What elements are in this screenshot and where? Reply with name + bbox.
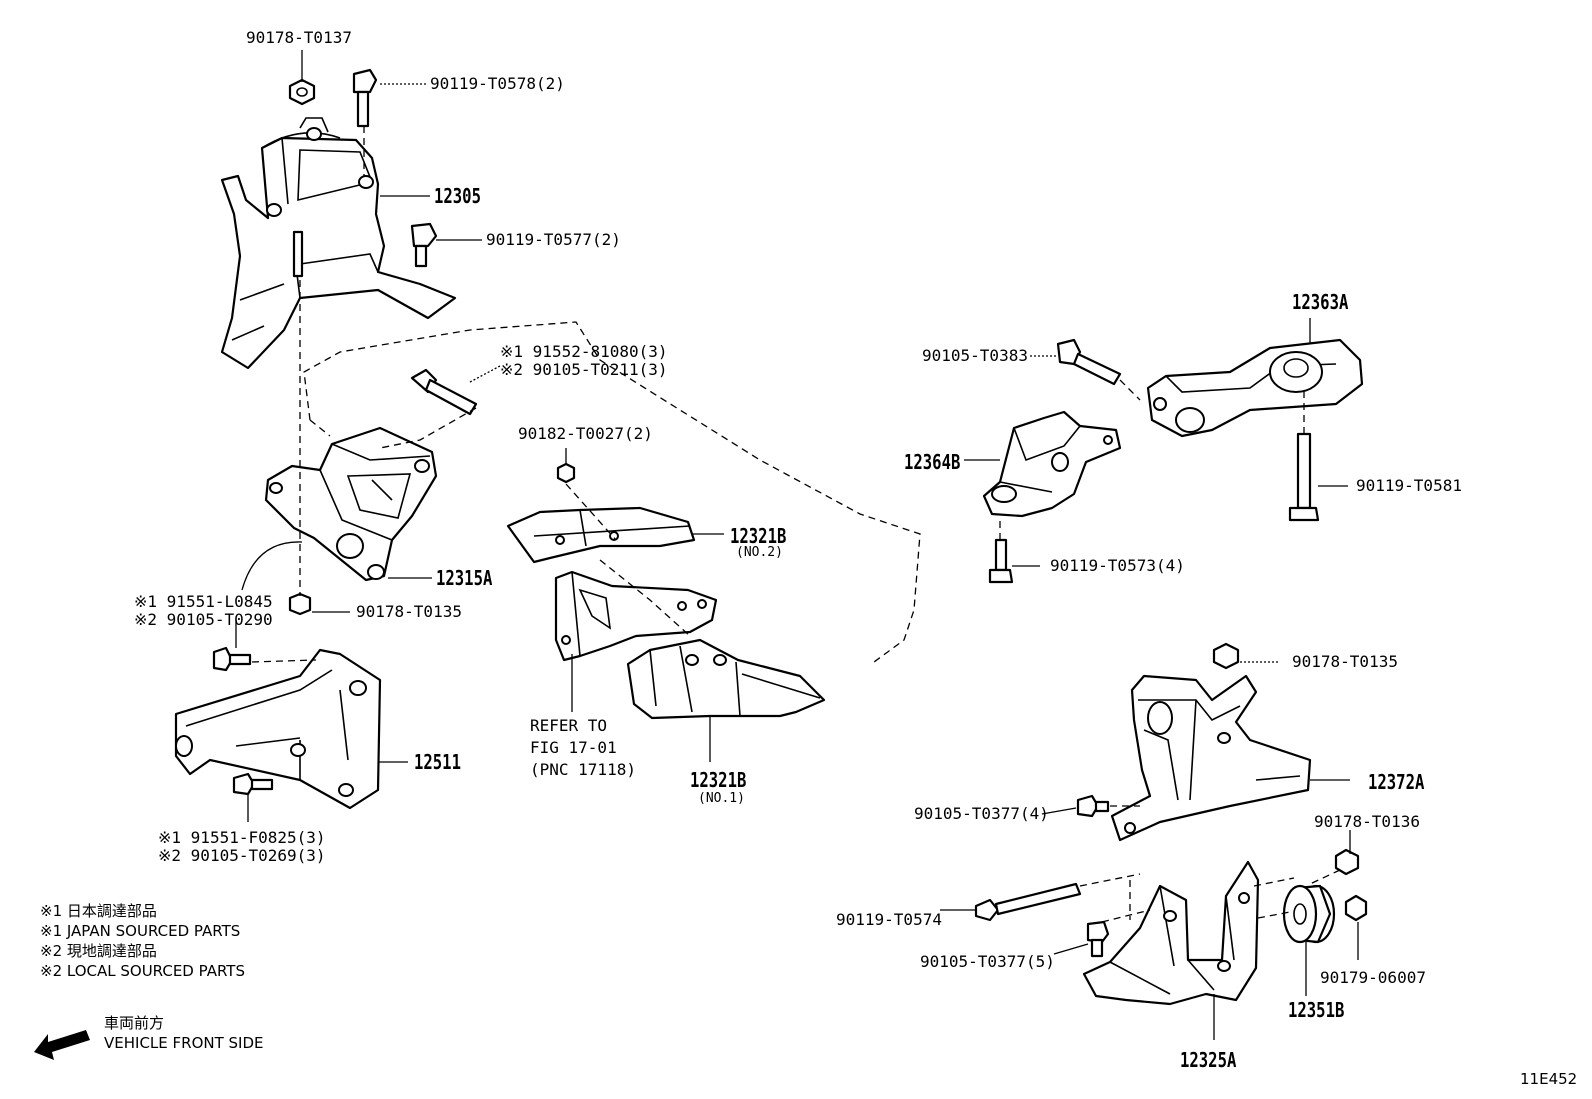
- legend-line-local-en: ※2 LOCAL SOURCED PARTS: [40, 962, 245, 980]
- part-12325A-bracket: [1082, 860, 1260, 1006]
- fasteners: [212, 68, 1368, 958]
- legend-line-japan-en: ※1 JAPAN SOURCED PARTS: [40, 922, 241, 940]
- label-12511: 12511: [414, 750, 461, 774]
- label-12315A: 12315A: [436, 566, 493, 590]
- label-90105-T0377-5: 90105-T0377(5): [920, 952, 1055, 971]
- part-12351B-bushing: [1282, 884, 1336, 944]
- leader-lines: [235, 50, 1359, 1040]
- label-91552-81080: ※1 91552-81080(3): [500, 342, 668, 361]
- figure-id: 11E452: [1520, 1070, 1578, 1088]
- part-12511-bracket: [174, 648, 382, 810]
- label-12305: 12305: [434, 184, 481, 208]
- front-side-en: VEHICLE FRONT SIDE: [104, 1034, 264, 1052]
- label-12372A: 12372A: [1368, 770, 1425, 794]
- assembly-lines: [241, 126, 1341, 923]
- label-90119-T0574: 90119-T0574: [836, 910, 942, 929]
- label-90119-T0581: 90119-T0581: [1356, 476, 1462, 495]
- label-90179-06007: 90179-06007: [1320, 968, 1426, 987]
- label-90105-T0211: ※2 90105-T0211(3): [500, 360, 668, 379]
- part-ref-bracket-17118: [554, 570, 718, 662]
- label-90178-T0135-left: 90178-T0135: [356, 602, 462, 621]
- label-90105-T0383: 90105-T0383: [922, 346, 1028, 365]
- part-12321B-no1-plate: [626, 638, 826, 720]
- label-91551-L0845: ※1 91551-L0845: [134, 592, 273, 611]
- label-90119-T0573: 90119-T0573(4): [1050, 556, 1185, 575]
- label-91551-F0825: ※1 91551-F0825(3): [158, 828, 326, 847]
- legend-line-japan-jp: ※1 日本調達部品: [40, 902, 157, 920]
- part-12364B-bracket: [982, 410, 1122, 518]
- label-90182-T0027: 90182-T0027(2): [518, 424, 653, 443]
- label-12351B: 12351B: [1288, 998, 1345, 1022]
- part-12372A-bracket: [1110, 674, 1312, 842]
- front-side-jp: 車両前方: [104, 1014, 165, 1032]
- label-90178-T0135-right: 90178-T0135: [1292, 652, 1398, 671]
- label-90178-T0137: 90178-T0137: [246, 28, 352, 47]
- label-12321B-no1: 12321B: [690, 768, 747, 792]
- label-90105-T0269: ※2 90105-T0269(3): [158, 846, 326, 865]
- part-12315A-bracket: [264, 426, 438, 582]
- label-12321B-no1-sub: (NO.1): [698, 791, 745, 806]
- label-90178-T0136: 90178-T0136: [1314, 812, 1420, 831]
- label-refer-line1: REFER TO: [530, 716, 608, 735]
- legend-line-local-jp: ※2 現地調達部品: [40, 942, 157, 960]
- label-12321B-no2: 12321B: [730, 524, 787, 548]
- label-12325A: 12325A: [1180, 1048, 1237, 1072]
- label-12364B: 12364B: [904, 450, 961, 474]
- vehicle-front-arrow-icon: [34, 1030, 90, 1060]
- label-90105-T0290: ※2 90105-T0290: [134, 610, 273, 629]
- label-refer-line2: FIG 17-01: [530, 738, 617, 757]
- part-12363A-rod: [1146, 338, 1364, 438]
- part-12321B-no2-plate: [506, 506, 696, 564]
- label-90119-T0578: 90119-T0578(2): [430, 74, 565, 93]
- label-12321B-no2-sub: (NO.2): [736, 545, 783, 560]
- part-12305-bracket: [220, 117, 457, 370]
- label-12363A: 12363A: [1292, 290, 1349, 314]
- label-90105-T0377-4: 90105-T0377(4): [914, 804, 1049, 823]
- label-refer-line3: (PNC 17118): [530, 760, 636, 779]
- label-90119-T0577: 90119-T0577(2): [486, 230, 621, 249]
